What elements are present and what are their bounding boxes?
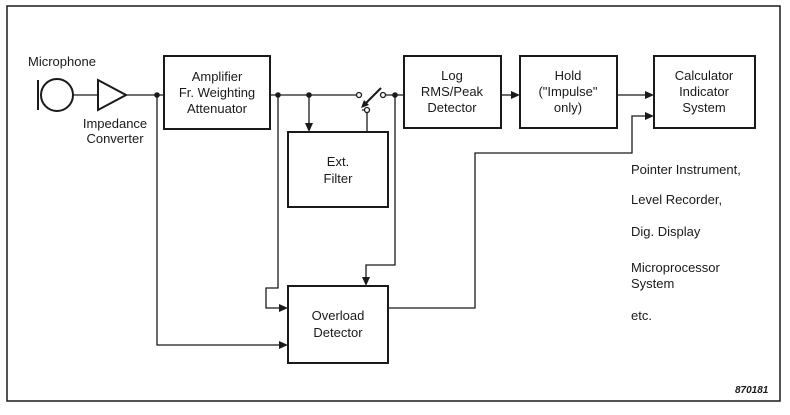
overload-line1: Overload: [312, 308, 365, 323]
arrow-head: [279, 304, 288, 312]
wire-amplifier-to-overload: [265, 95, 280, 309]
output-etc: etc.: [631, 308, 652, 323]
overload-line2: Detector: [313, 325, 363, 340]
amplifier-block: [163, 55, 271, 130]
arrow-head: [305, 123, 313, 132]
output-microprocessor-line1: Microprocessor: [631, 260, 721, 275]
switch-contact: [363, 106, 371, 114]
hold-block: [519, 55, 618, 129]
figure-code: 870181: [735, 385, 769, 396]
wire-detector-to-overload: [365, 95, 396, 278]
hold-line1: Hold: [555, 68, 582, 83]
log-detector-line2: RMS/Peak: [421, 84, 484, 99]
microphone-symbol: [37, 78, 74, 112]
amplifier-line2: Fr. Weighting: [179, 85, 255, 100]
arrow-head: [511, 91, 520, 99]
impedance-label-line1: Impedance: [83, 116, 147, 131]
arrow-head: [645, 112, 654, 120]
hold-line3: only): [554, 100, 582, 115]
calculator-line1: Calculator: [675, 68, 734, 83]
ext-filter-line2: Filter: [324, 171, 354, 186]
arrow-head: [361, 100, 369, 108]
log-detector-line1: Log: [441, 68, 463, 83]
arrow-head: [645, 91, 654, 99]
impedance-converter-symbol: [97, 78, 129, 112]
wire-bypass-to-overload: [156, 95, 280, 346]
hold-line2: ("Impulse": [538, 84, 597, 99]
wire-ext-filter-return: [362, 109, 368, 132]
log-detector-block: [403, 55, 502, 129]
arrow-head: [362, 277, 370, 286]
output-pointer-instrument: Pointer Instrument,: [631, 162, 741, 177]
switch-contact: [379, 91, 387, 99]
impedance-label-line2: Converter: [86, 131, 144, 146]
output-microprocessor-line2: System: [631, 276, 674, 291]
calculator-line3: System: [682, 100, 725, 115]
amplifier-line3: Attenuator: [187, 101, 248, 116]
overload-detector-block: [287, 285, 389, 364]
calculator-block: [653, 55, 756, 129]
log-detector-line3: Detector: [427, 100, 477, 115]
amplifier-line1: Amplifier: [192, 69, 243, 84]
output-level-recorder: Level Recorder,: [631, 192, 722, 207]
wire-overload-to-calculator: [388, 115, 646, 309]
diagram-frame: [6, 5, 781, 402]
microphone-label: Microphone: [28, 54, 96, 69]
arrow-head: [279, 341, 288, 349]
calculator-line2: Indicator: [679, 84, 730, 99]
ext-filter-block: [287, 131, 389, 208]
ext-filter-line1: Ext.: [327, 154, 349, 169]
switch-contact: [355, 91, 363, 99]
output-digital-display: Dig. Display: [631, 224, 701, 239]
